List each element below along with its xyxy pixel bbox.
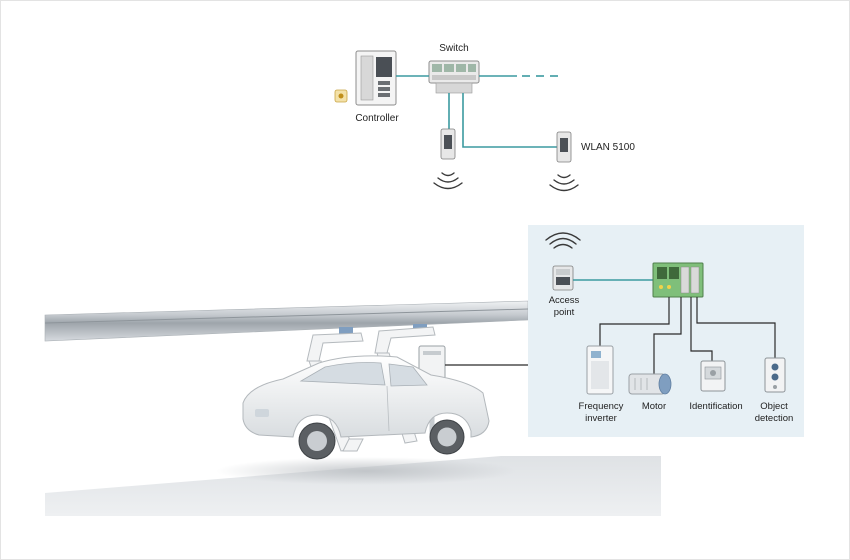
switch-wlan-link — [462, 93, 559, 148]
frequency-inverter-device — [586, 345, 614, 395]
motor-label: Motor — [641, 401, 667, 412]
identification-device — [700, 360, 726, 392]
wifi-signal-wlan-icon — [549, 174, 579, 192]
conveyor-scene — [44, 300, 661, 516]
car — [242, 355, 490, 460]
object-detection-label: Object detection — [749, 401, 799, 425]
wlan-5100-label: WLAN 5100 — [581, 142, 635, 153]
controller-key-icon — [334, 89, 348, 103]
wifi-signal-left-icon — [433, 172, 463, 190]
frequency-inverter-label: Frequency inverter — [574, 401, 628, 425]
car-shadow — [216, 457, 516, 485]
controller-label: Controller — [355, 113, 399, 124]
access-point-left — [440, 128, 456, 160]
top-network — [334, 50, 579, 192]
access-point-inset-device — [552, 265, 574, 291]
object-detection-device — [764, 357, 786, 393]
device-wires — [599, 297, 776, 374]
frequency-inverter-label-line1: Frequency — [578, 401, 624, 412]
inset-panel — [528, 225, 804, 437]
object-detection-label-line1: Object — [760, 401, 788, 412]
access-point-label-line2: point — [553, 307, 575, 318]
wlan-5100-device — [556, 131, 572, 163]
identification-label: Identification — [689, 401, 743, 412]
switch-device — [428, 60, 480, 94]
hanger-cap-left — [339, 327, 353, 336]
wifi-signal-inset-icon — [545, 232, 581, 249]
frequency-inverter-label-line2: inverter — [585, 413, 617, 424]
io-module — [652, 262, 704, 298]
access-point-label-line1: Access — [548, 295, 580, 306]
controller-device — [355, 50, 397, 106]
access-point-label: Access point — [542, 295, 586, 319]
motor-device — [628, 373, 672, 395]
object-detection-label-line2: detection — [754, 413, 794, 424]
switch-label: Switch — [439, 43, 469, 54]
